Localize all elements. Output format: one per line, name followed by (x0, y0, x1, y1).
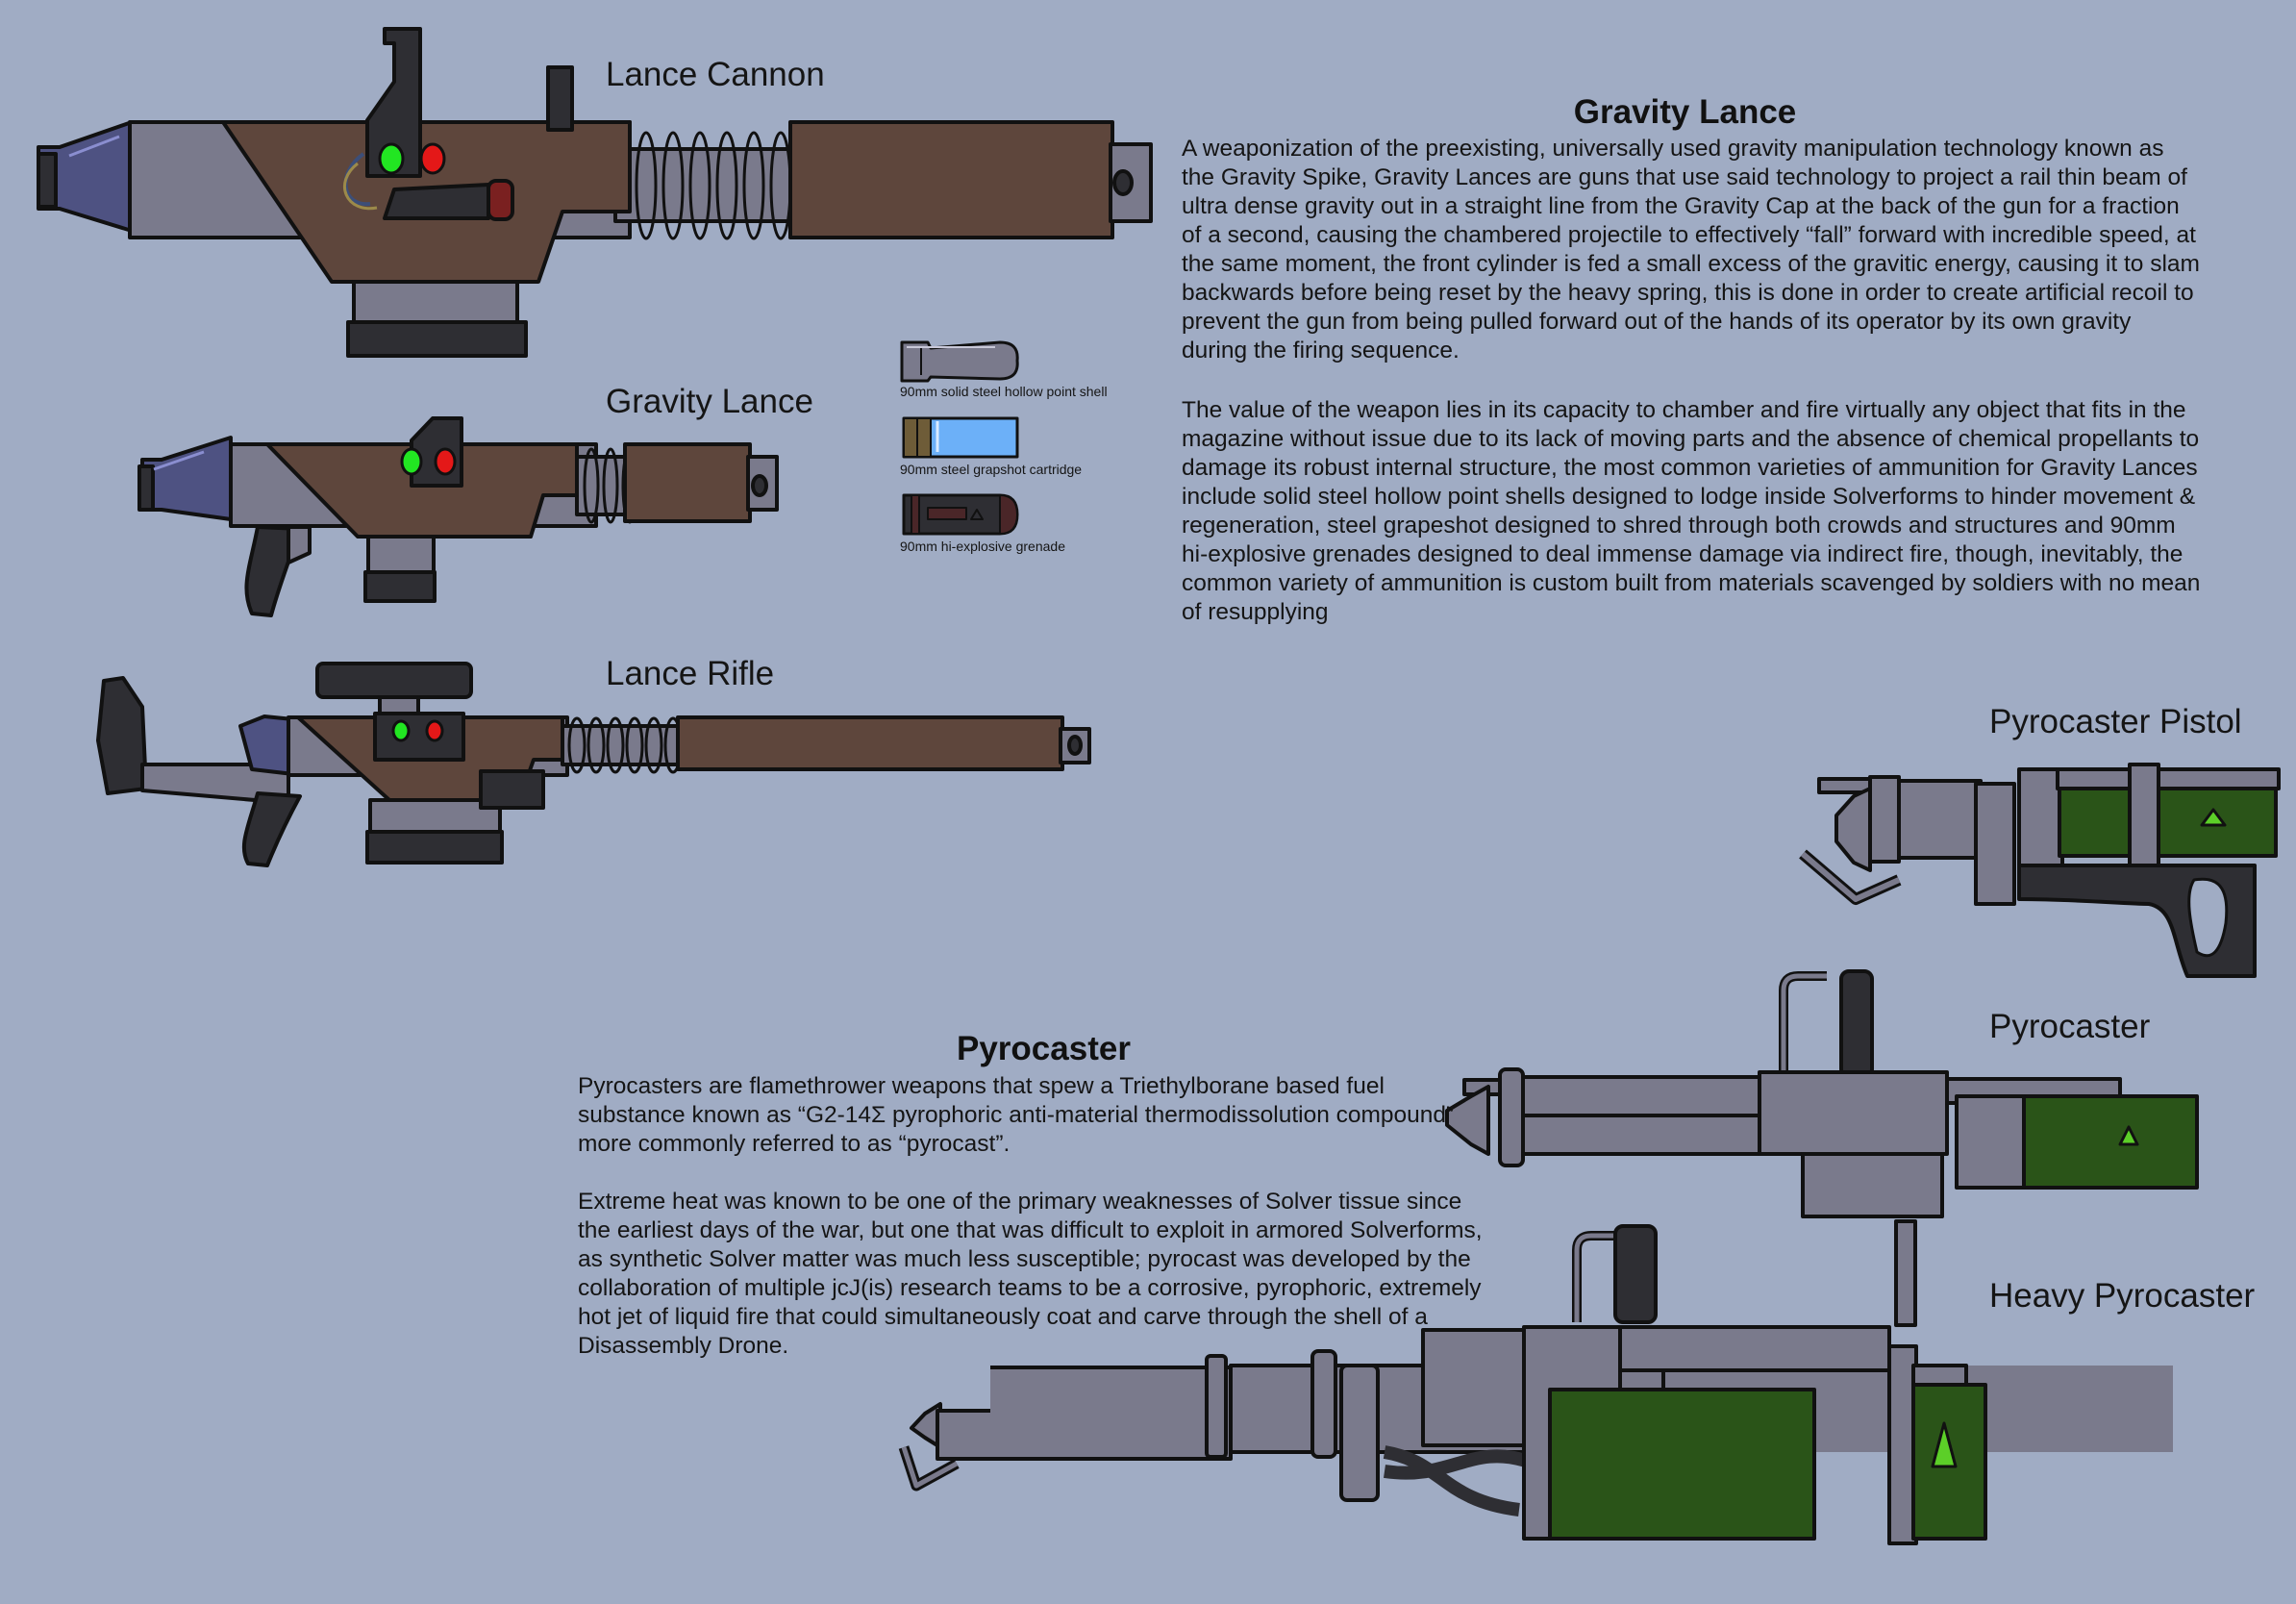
lance-cannon-drawing (37, 27, 1153, 358)
hollow-point-shell-icon (900, 340, 1019, 383)
pyrocaster-pistol-drawing (1799, 763, 2281, 978)
pyrocaster-pistol-label: Pyrocaster Pistol (1989, 703, 2242, 740)
ammo-caption-grapeshot: 90mm steel grapshot cartridge (900, 462, 1083, 477)
pyrocaster-paragraph-1: Pyrocasters are flamethrower weapons tha… (578, 1073, 1455, 1157)
pyrocaster-label: Pyrocaster (1989, 1008, 2151, 1045)
pyrocaster-drawing (1445, 969, 2199, 1218)
ammo-caption-grenade: 90mm hi-explosive grenade (900, 539, 1065, 554)
ammo-caption-hollow-point: 90mm solid steel hollow point shell (900, 384, 1108, 399)
gravity-lance-drawing (137, 416, 779, 617)
pyrocaster-paragraph-2: Extreme heat was known to be one of the … (578, 1189, 1483, 1359)
gravity-lance-paragraph-1: A weaponization of the preexisting, univ… (1182, 136, 2200, 363)
pyrocaster-title: Pyrocaster (957, 1030, 1131, 1067)
hi-explosive-grenade-icon (902, 493, 1019, 536)
lance-rifle-label: Lance Rifle (606, 655, 775, 692)
gravity-lance-paragraph-2: The value of the weapon lies in its capa… (1182, 397, 2201, 625)
gravity-lance-title: Gravity Lance (1573, 93, 1797, 131)
lance-rifle-drawing (96, 662, 1091, 867)
heavy-pyrocaster-label: Heavy Pyrocaster (1989, 1277, 2256, 1315)
lance-cannon-label: Lance Cannon (606, 56, 825, 93)
gravity-lance-label: Gravity Lance (606, 383, 813, 420)
grapeshot-cartridge-icon (902, 416, 1019, 459)
heavy-pyrocaster-drawing (898, 1219, 2173, 1545)
ammo-icons (900, 340, 1019, 536)
